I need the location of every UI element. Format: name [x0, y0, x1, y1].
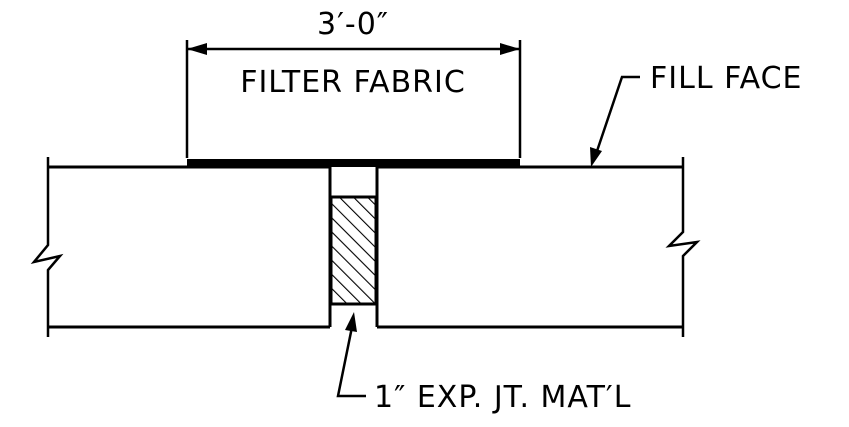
filter-fabric-label: FILTER FABRIC: [240, 65, 466, 100]
fill-face-leader: [593, 75, 640, 158]
filter-fabric-strip: [187, 159, 520, 167]
left-slab: [30, 157, 332, 337]
fill-face-callout: FILL FACE: [590, 61, 802, 167]
joint-material-hatch: [331, 197, 376, 304]
dimension-arrow-right: [500, 43, 520, 55]
joint-material-outline: [329, 195, 378, 306]
right-slab: [375, 157, 701, 337]
joint-material-label: 1″ EXP. JT. MAT′L: [374, 380, 631, 415]
fill-face-label: FILL FACE: [650, 61, 802, 96]
dimension-arrow-left: [187, 43, 207, 55]
joint-material-leader: [336, 326, 366, 398]
expansion-joint-material: [329, 195, 378, 306]
joint-material-callout: 1″ EXP. JT. MAT′L: [336, 312, 631, 415]
fill-face-arrowhead: [590, 147, 602, 167]
dimension-label: 3′-0″: [317, 7, 389, 42]
dimension-3ft: 3′-0″: [185, 7, 522, 158]
joint-material-arrowhead: [345, 312, 357, 332]
left-break-line: [30, 157, 64, 337]
right-break-line: [665, 157, 701, 337]
